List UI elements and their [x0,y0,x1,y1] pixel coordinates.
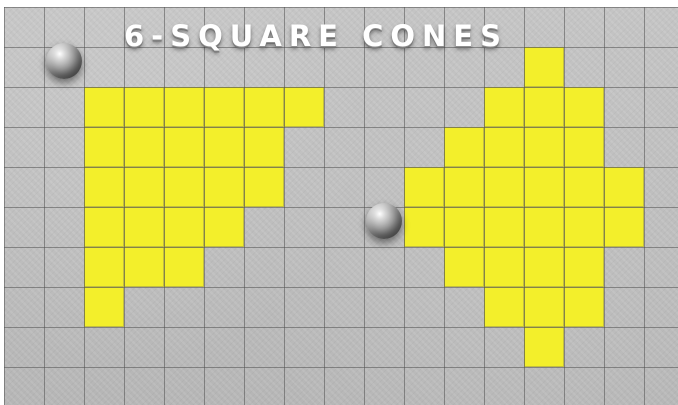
highlight-cell[interactable] [164,207,204,247]
page-title: 6-SQUARE CONES [124,19,508,53]
highlight-cell[interactable] [204,207,244,247]
highlight-cell[interactable] [84,287,124,327]
highlight-cell[interactable] [524,327,564,367]
highlight-cell[interactable] [564,287,604,327]
highlight-cell[interactable] [84,87,124,127]
highlight-cell[interactable] [124,127,164,167]
highlight-cell[interactable] [524,247,564,287]
highlight-cell[interactable] [484,87,524,127]
game-board: 6-SQUARE CONES [4,7,678,405]
highlight-cell[interactable] [244,167,284,207]
highlight-cell[interactable] [164,247,204,287]
highlight-cell[interactable] [444,247,484,287]
highlight-cell[interactable] [124,167,164,207]
highlight-cell[interactable] [404,207,444,247]
highlight-cell[interactable] [524,87,564,127]
board-cells [4,7,678,405]
highlight-cell[interactable] [484,207,524,247]
highlight-cell[interactable] [484,247,524,287]
highlight-cell[interactable] [204,167,244,207]
highlight-cell[interactable] [124,247,164,287]
ball-center[interactable] [366,203,402,239]
highlight-cell[interactable] [84,247,124,287]
highlight-cell[interactable] [164,167,204,207]
highlight-cell[interactable] [244,87,284,127]
highlight-cell[interactable] [524,47,564,87]
highlight-cell[interactable] [604,207,644,247]
highlight-cell[interactable] [84,207,124,247]
highlight-cell[interactable] [164,87,204,127]
highlight-cell[interactable] [244,127,284,167]
highlight-cell[interactable] [604,167,644,207]
highlight-cell[interactable] [564,247,604,287]
highlight-cell[interactable] [564,167,604,207]
highlight-cell[interactable] [124,87,164,127]
highlight-cell[interactable] [524,287,564,327]
highlight-cell[interactable] [284,87,324,127]
highlight-cell[interactable] [524,167,564,207]
highlight-cell[interactable] [524,207,564,247]
highlight-cell[interactable] [484,167,524,207]
highlight-cell[interactable] [84,167,124,207]
highlight-cell[interactable] [564,207,604,247]
highlight-cell[interactable] [404,167,444,207]
highlight-cell[interactable] [564,87,604,127]
highlight-cell[interactable] [524,127,564,167]
highlight-cell[interactable] [204,87,244,127]
highlight-cell[interactable] [204,127,244,167]
highlight-cell[interactable] [564,127,604,167]
highlight-cell[interactable] [484,287,524,327]
highlight-cell[interactable] [124,207,164,247]
highlight-cell[interactable] [444,167,484,207]
highlight-cell[interactable] [164,127,204,167]
highlight-cell[interactable] [444,207,484,247]
highlight-cell[interactable] [444,127,484,167]
highlight-cell[interactable] [484,127,524,167]
highlight-cell[interactable] [84,127,124,167]
ball-top-left[interactable] [46,43,82,79]
